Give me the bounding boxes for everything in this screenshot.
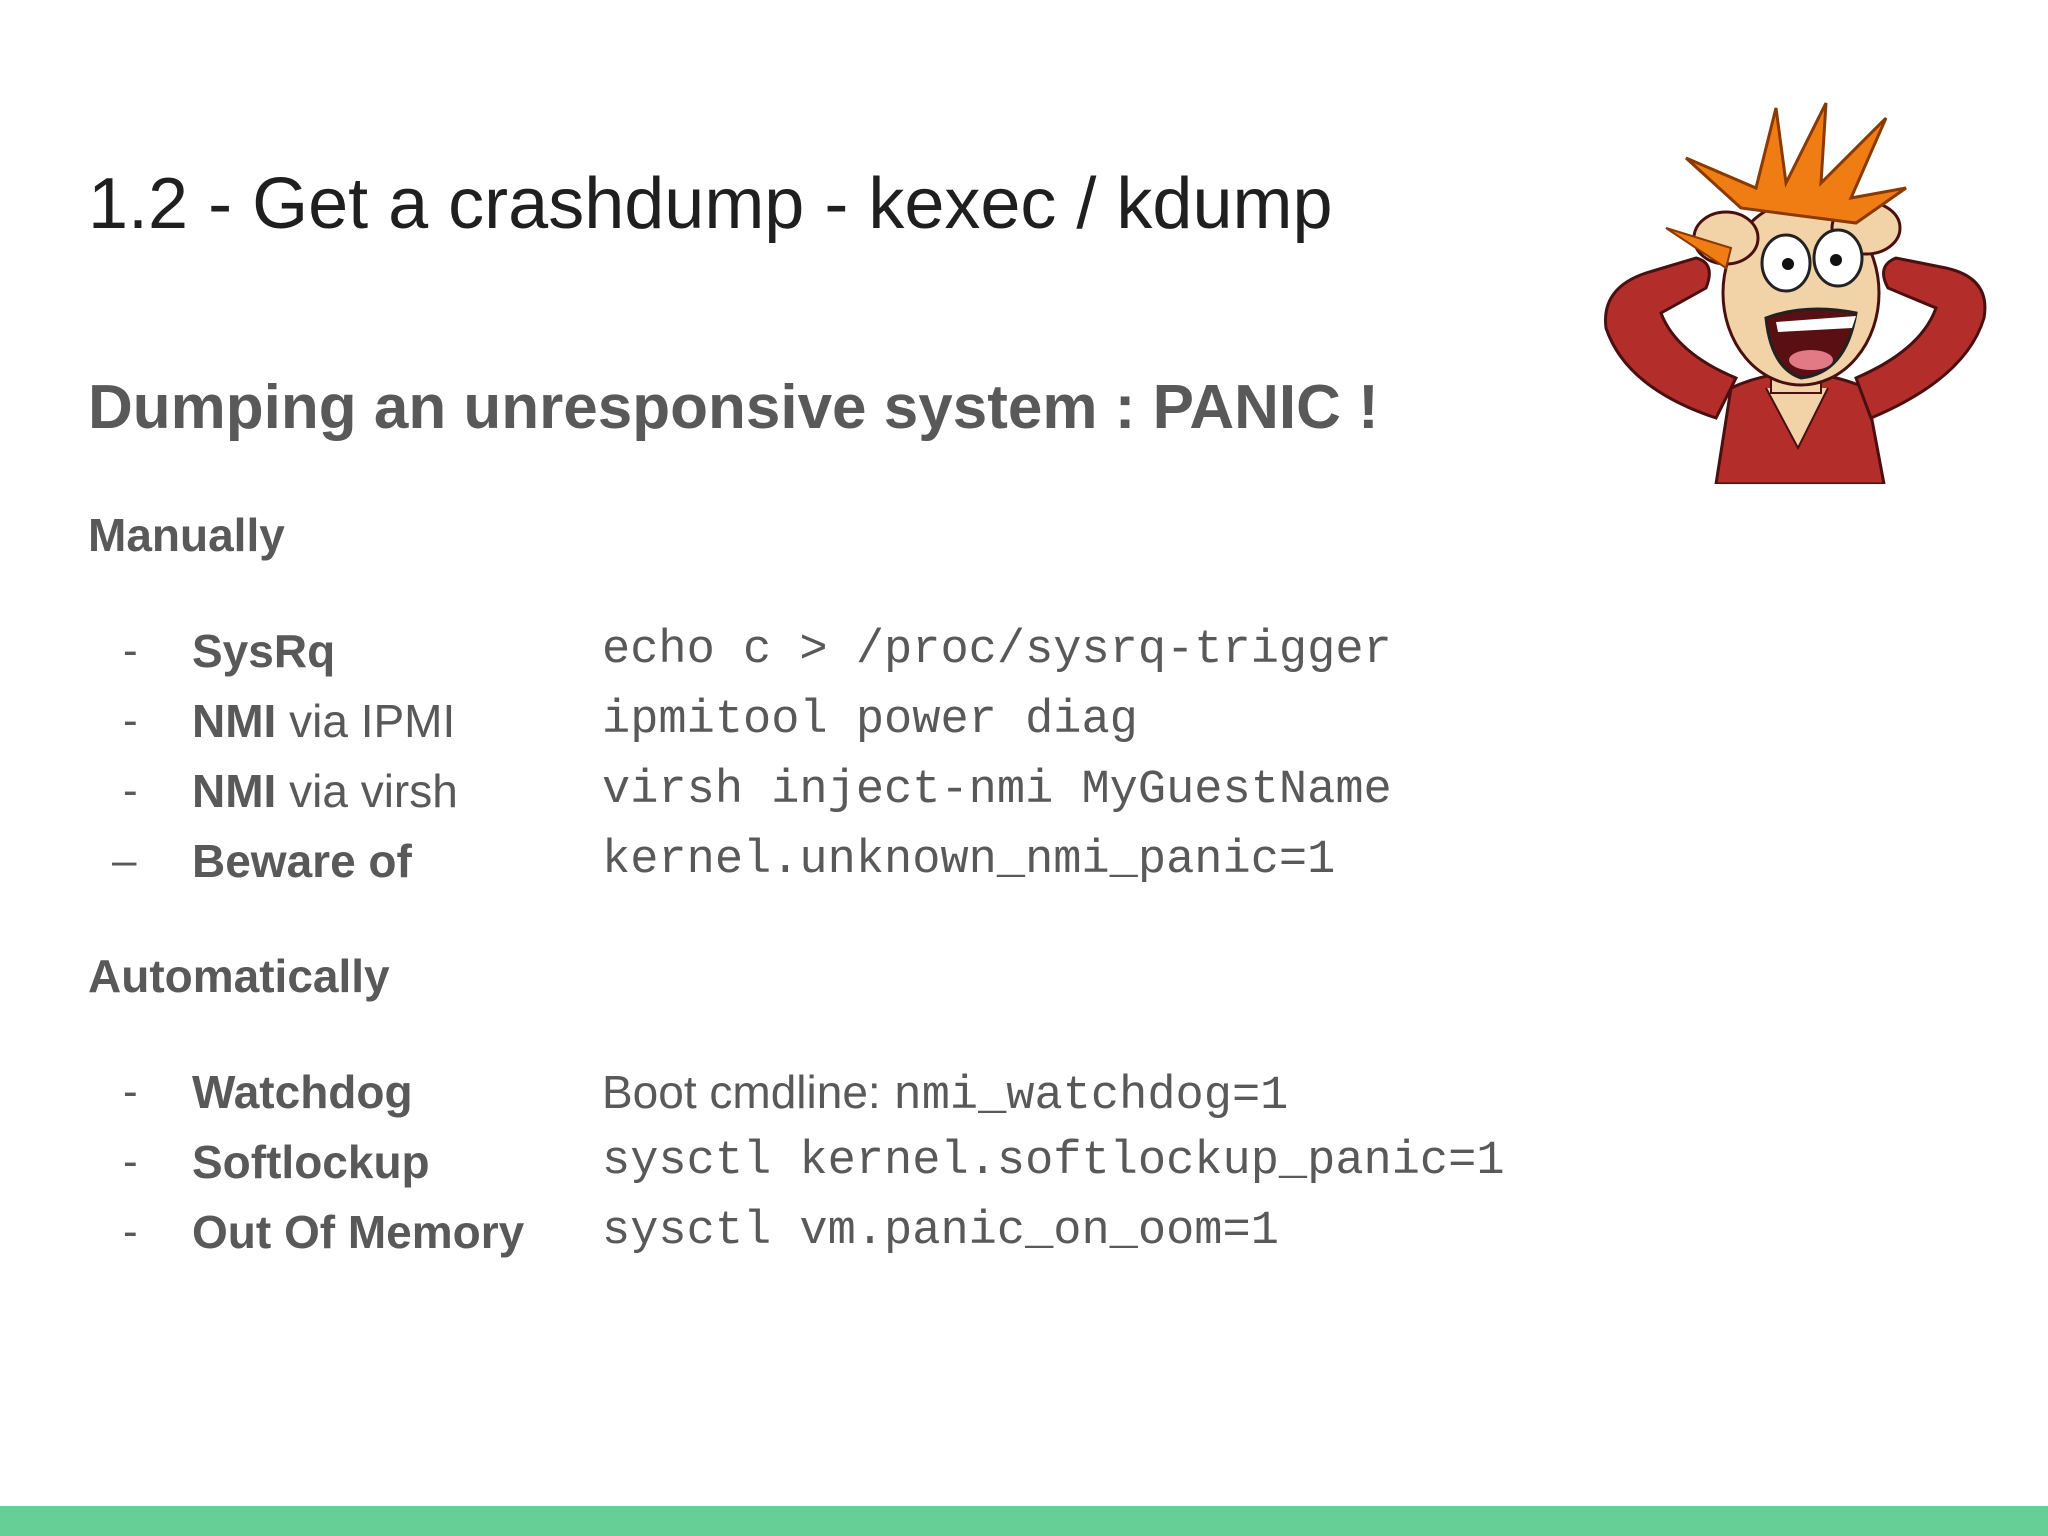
bullet-dash: - [123,696,138,745]
item-label: Beware of [192,835,412,887]
command-value: sysctl vm.panic_on_oom=1 [602,1205,1279,1258]
section-heading-manually: Manually [88,509,285,561]
command-value: kernel.unknown_nmi_panic=1 [602,834,1336,887]
bullet-dash: - [123,626,138,675]
bullet-dash: - [123,1137,138,1186]
list-item: – Beware of kernel.unknown_nmi_panic=1 [0,826,1700,896]
item-label: Out Of Memory [192,1206,525,1258]
command-value: Boot cmdline: nmi_watchdog=1 [602,1066,1289,1123]
command-value: ipmitool power diag [602,694,1138,747]
list-item: - NMI via IPMI ipmitool power diag [0,686,1700,756]
bullet-dash: – [112,836,137,885]
slide-subtitle: Dumping an unresponsive system : PANIC ! [88,373,1379,442]
list-item: - Watchdog Boot cmdline: nmi_watchdog=1 [0,1057,1700,1127]
panicking-character-illustration [1566,88,2016,484]
bullet-dash: - [123,1207,138,1256]
command-value: sysctl kernel.softlockup_panic=1 [602,1135,1505,1188]
item-label: NMI via virsh [192,765,458,817]
bullet-dash: - [123,766,138,815]
item-label: Softlockup [192,1136,430,1188]
list-item: - NMI via virsh virsh inject-nmi MyGuest… [0,756,1700,826]
bullet-dash: - [123,1067,138,1116]
item-label: NMI via IPMI [192,695,456,747]
slide-title: 1.2 - Get a crashdump - kexec / kdump [88,164,1333,244]
command-value: echo c > /proc/sysrq-trigger [602,624,1392,677]
list-item: - Out Of Memory sysctl vm.panic_on_oom=1 [0,1197,1700,1267]
footer-accent-bar [0,1506,2048,1536]
list-item: - SysRq echo c > /proc/sysrq-trigger [0,616,1700,686]
list-item: - Softlockup sysctl kernel.softlockup_pa… [0,1127,1700,1197]
item-label: SysRq [192,625,336,677]
command-value: virsh inject-nmi MyGuestName [602,764,1392,817]
section-heading-automatically: Automatically [88,950,390,1002]
item-label: Watchdog [192,1066,413,1118]
